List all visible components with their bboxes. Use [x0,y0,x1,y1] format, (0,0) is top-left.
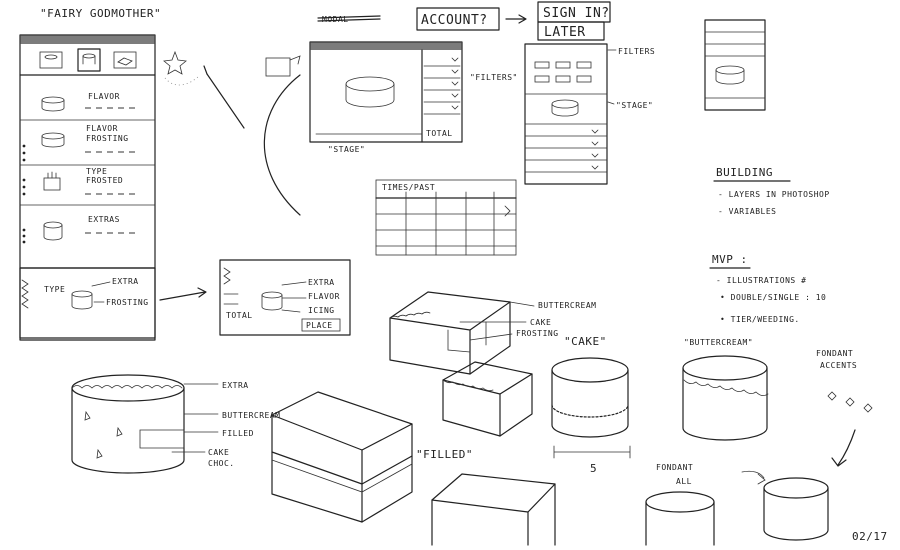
cake-choc-label: CHOC. [208,459,235,468]
building-item: - VARIABLES [718,207,776,216]
step-row-flavor[interactable]: FLAVOR [19,92,156,121]
type-label: TYPE [44,285,65,294]
buttercream-label-2: BUTTERCREAM [222,411,280,420]
account-label: ACCOUNT? [421,13,488,28]
notes: BUILDING - LAYERS IN PHOTOSHOP - VARIABL… [709,166,830,324]
mobile-stage: "STAGE" [616,101,653,110]
page-number: 02/17 [852,530,888,543]
fondant-accents-label: FONDANT [816,349,853,358]
fondant-all: FONDANT ALL [645,463,829,546]
round-cake: 5 [551,357,631,475]
place-button[interactable] [301,318,341,332]
modal-crossed: MODAL [322,15,349,24]
step-label: EXTRAS [88,215,120,224]
side-dots [22,144,26,244]
filled-label: FILLED [222,429,254,438]
building-item: - LAYERS IN PHOTOSHOP [718,190,830,199]
big-round-cake: EXTRA BUTTERCREAM FILLED CAKE CHOC. [71,374,280,474]
step-row-type-frosted[interactable]: TYPE FROSTED [19,167,156,206]
timeline-label: TIMES/PAST [382,183,435,192]
desktop-wireframe: TOTAL "FILTERS" "STAGE" [263,41,518,216]
page-title: "FAIRY GODMOTHER" [40,7,161,20]
mvp-item: • DOUBLE/SINGLE : 10 [720,293,826,302]
card-extra: EXTRA [308,278,335,287]
box-cake-cutaway: BUTTERCREAM CAKE FROSTING "CAKE" [389,291,607,375]
square-cake [431,473,556,546]
cake-quote-label: "CAKE" [564,335,607,348]
account-button[interactable] [416,7,500,31]
extra-label: EXTRA [222,381,249,390]
cake-choc-label: CAKE [208,448,229,457]
buttercream-label: BUTTERCREAM [538,301,596,310]
stack-wireframe [704,19,766,111]
mvp-item: • TIER/WEEDING. [720,315,800,324]
magic-wand-icon [163,50,245,129]
filled-quote-label: "FILLED" [416,448,473,461]
fondant-all-label: ALL [676,477,692,486]
frosting-label: FROSTING [516,329,559,338]
later-button[interactable] [537,21,605,41]
extra-label: EXTRA [112,277,139,286]
buttercream-quote-label: "BUTTERCREAM" [684,338,753,347]
wireframe-filters: "FILTERS" [470,73,518,82]
step-label: FLAVOR [86,124,118,133]
fondant-accents-label: ACCENTS [820,361,857,370]
arrow-icon [159,287,207,301]
filter-rows[interactable] [423,57,461,115]
place-button-label: PLACE [306,321,333,330]
frosting-label: FROSTING [106,298,149,307]
building-heading: BUILDING [716,166,773,179]
fondant-accents: FONDANT ACCENTS [816,349,873,467]
cube-cake [442,361,533,437]
mvp-heading: MVP : [712,253,748,266]
fondant-all-label: FONDANT [656,463,693,472]
step-label: TYPE [86,167,107,176]
timeline-sketch: TIMES/PAST [375,179,517,256]
panel-bottom-card: TYPE EXTRA FROSTING [19,267,156,339]
step-row-flavor-frosting[interactable]: FLAVOR FROSTING [19,124,156,166]
card-flavor: FLAVOR [308,292,340,301]
mobile-filter-pills[interactable] [534,61,592,83]
mobile-wireframe: FILTERS "STAGE" [524,43,655,185]
step-row-extras[interactable]: EXTRAS [43,215,140,241]
card-icing: ICING [308,306,335,315]
sign-in-label: SIGN IN? [543,6,610,21]
mvp-item: - ILLUSTRATIONS # [716,276,806,285]
buttercream-cake: "BUTTERCREAM" [682,338,769,441]
size-label: 5 [590,462,597,475]
top-nav: MODAL ACCOUNT? SIGN IN? LATER [317,1,611,41]
wireframe-stage: "STAGE" [328,145,365,154]
card-total: TOTAL [226,311,253,320]
left-app-panel: FLAVOR FLAVOR FROSTING TYPE FROSTED EXTR… [19,34,156,341]
step-label: FROSTING [86,134,129,143]
filled-slab-cake: "FILLED" [271,391,473,523]
mobile-filters: FILTERS [618,47,655,56]
small-card: TOTAL EXTRA FLAVOR ICING PLACE [219,259,351,336]
step-label: FLAVOR [88,92,120,101]
cake-label: CAKE [530,318,551,327]
later-label: LATER [544,25,586,40]
cake-type-thumbnails[interactable] [39,48,137,72]
wireframe-total: TOTAL [426,129,453,138]
step-label: FROSTED [86,176,123,185]
